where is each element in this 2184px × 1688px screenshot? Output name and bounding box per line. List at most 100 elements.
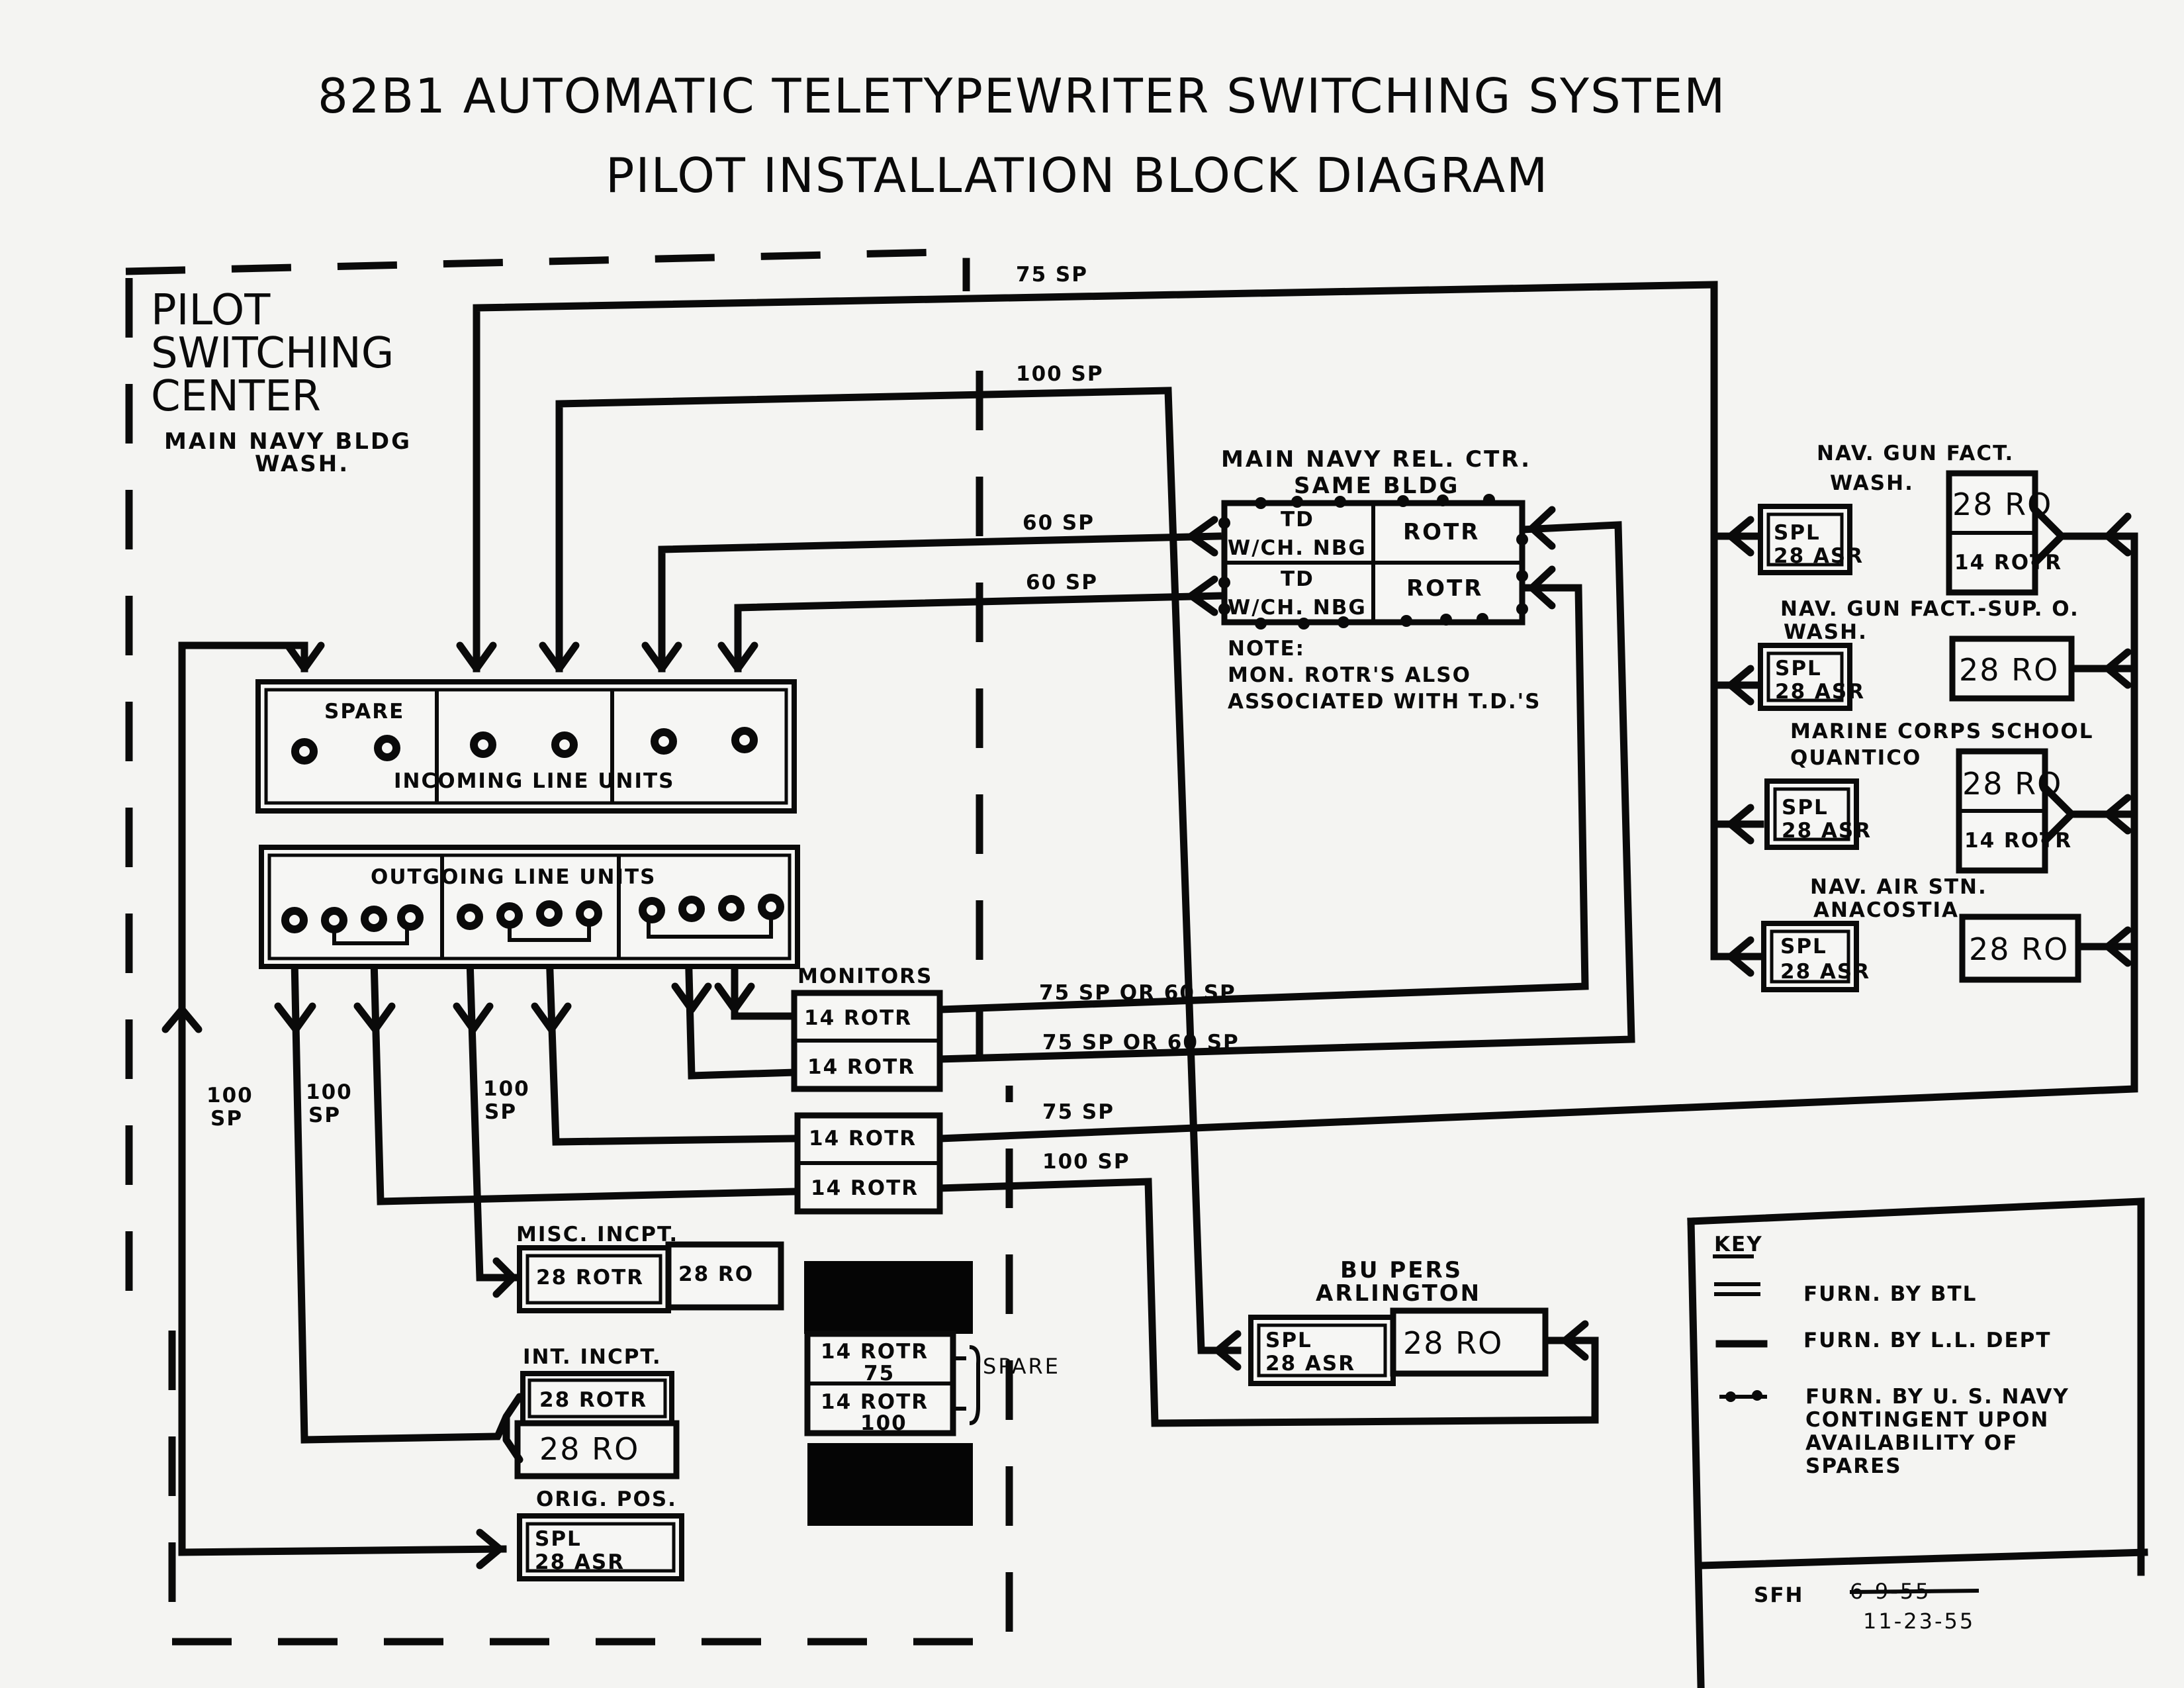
station-3-label-1: MARINE CORPS SCHOOL	[1790, 720, 2093, 743]
title-line-2: PILOT INSTALLATION BLOCK DIAGRAM	[606, 148, 1549, 203]
spare-label: SPARE	[324, 700, 404, 724]
station-1-asr: 28 ASR	[1774, 544, 1864, 568]
bu-pers-label-2: ARLINGTON	[1316, 1280, 1481, 1307]
orig-pos: ORIG. POS. SPL 28 ASR	[517, 1487, 684, 1581]
orig-spl: SPL	[535, 1527, 582, 1551]
double-line-icon	[1714, 1282, 1760, 1296]
td-2-line-2: W/CH. NBG	[1228, 596, 1367, 620]
spare-rotr-2: 14 ROTR	[821, 1390, 929, 1414]
key-item-3-line-4: SPARES	[1805, 1454, 1902, 1478]
wires	[178, 281, 2138, 1556]
jack-icon	[496, 902, 523, 929]
jack-icon	[457, 904, 483, 930]
orig-asr: 28 ASR	[535, 1550, 625, 1574]
monitor-rotr-1: 14 ROTR	[804, 1006, 912, 1030]
arrow-icon	[717, 641, 758, 673]
arrow-icon	[714, 982, 755, 1013]
jack-icon	[639, 897, 665, 923]
spare-rotr-2-speed: 100	[860, 1411, 907, 1435]
station-3-spl: SPL	[1782, 796, 1829, 820]
station-1-label-2: WASH.	[1830, 471, 1914, 495]
key-item-3-line-2: CONTINGENT UPON	[1805, 1408, 2049, 1432]
arrow-icon	[161, 1006, 203, 1033]
bu-pers-spl: SPL	[1265, 1329, 1312, 1352]
int-rotr: 28 ROTR	[539, 1388, 647, 1412]
mid-rotr-1: 14 ROTR	[809, 1127, 917, 1150]
station-4-spl: SPL	[1780, 935, 1827, 959]
spare-rotr-1-speed: 75	[864, 1362, 895, 1385]
incoming-label: INCOMING LINE UNITS	[394, 769, 674, 793]
station-1-label-1: NAV. GUN FACT.	[1817, 442, 2014, 465]
relay-title-line-2: SAME BLDG	[1294, 473, 1459, 499]
jack-icon	[536, 900, 563, 927]
blacked-out-unit	[804, 1261, 973, 1334]
arrow-icon	[2104, 926, 2132, 967]
arrow-icon	[1528, 506, 1556, 550]
station-4-label-1: NAV. AIR STN.	[1810, 875, 1987, 899]
relay-center: MAIN NAVY REL. CTR. SAME BLDG TD W/CH. N…	[1218, 446, 1539, 714]
jack-icon	[374, 735, 400, 761]
label-75sp-mid: 75 SP	[1042, 1100, 1115, 1124]
jack-icon	[361, 906, 387, 932]
pilot-center-name: PILOT SWITCHING CENTER MAIN NAVY BLDG WA…	[151, 286, 410, 477]
center-name-line-1: PILOT	[151, 286, 271, 335]
jack-icon	[291, 738, 318, 765]
mid-rotrs: 14 ROTR 14 ROTR	[794, 1112, 943, 1215]
label-100sp-top: 100 SP	[1016, 362, 1104, 386]
outgoing-line-units: OUTGOING LINE UNITS	[259, 845, 800, 969]
station-2-ro: 28 RO	[1959, 652, 2059, 688]
arrow-icon	[274, 1002, 316, 1033]
center-location-line-2: WASH.	[255, 451, 349, 477]
signature-block: SFH 6-9-55 11-23-55	[1754, 1579, 1979, 1634]
station-2-asr: 28 ASR	[1775, 680, 1865, 704]
remote-station-4: NAV. AIR STN. ANACOSTIA SPL 28 ASR 28 RO	[1761, 875, 2081, 992]
key-title: KEY	[1714, 1233, 1763, 1256]
station-3-ro: 28 RO	[1962, 766, 2062, 802]
jack-icon	[470, 731, 496, 758]
int-ro: 28 RO	[539, 1431, 639, 1467]
station-1-ro: 28 RO	[1952, 487, 2052, 522]
jack-icon	[678, 896, 705, 922]
td-2-line-1: TD	[1281, 567, 1314, 591]
key-item-2: FURN. BY L.L. DEPT	[1803, 1329, 2052, 1352]
label-vert-3b: SP	[484, 1100, 517, 1124]
center-name-line-3: CENTER	[151, 372, 321, 421]
navy-dots	[1218, 494, 1528, 630]
circuit-labels: 75 SP 100 SP 60 SP 60 SP 75 SP OR 60 SP …	[206, 263, 1240, 1174]
label-vert-2b: SP	[308, 1103, 341, 1127]
misc-ro: 28 RO	[678, 1262, 754, 1286]
jack-icon	[576, 900, 602, 927]
jack-icon	[718, 895, 745, 921]
key-item-3-line-3: AVAILABILITY OF	[1805, 1431, 2018, 1455]
relay-title-line-1: MAIN NAVY REL. CTR.	[1221, 446, 1531, 473]
dotted-line-icon	[1719, 1390, 1767, 1402]
misc-incpt: MISC. INCPT. 28 ROTR 28 RO	[516, 1223, 784, 1313]
signature-initials: SFH	[1754, 1583, 1803, 1607]
label-monitor-a: 75 SP OR 60 SP	[1039, 981, 1236, 1005]
remote-station-2: NAV. GUN FACT.-SUP. O. WASH. SPL 28 ASR …	[1758, 597, 2078, 711]
arrow-icon	[453, 1002, 494, 1033]
spare-rack-label: SPARE	[983, 1354, 1060, 1379]
pilot-center-boundary	[125, 248, 1013, 1646]
int-incpt-label: INT. INCPT.	[523, 1345, 662, 1369]
jack-icon	[651, 728, 677, 755]
station-4-label-2: ANACOSTIA	[1813, 898, 1959, 922]
misc-rotr: 28 ROTR	[536, 1266, 644, 1289]
station-3-label-2: QUANTICO	[1790, 746, 1921, 770]
arrow-icon	[456, 641, 497, 673]
relay-rotr-1: ROTR	[1403, 519, 1480, 545]
misc-incpt-label: MISC. INCPT.	[516, 1223, 678, 1246]
monitor-rotr-2: 14 ROTR	[807, 1055, 915, 1079]
arrow-icon	[539, 641, 580, 673]
station-4-ro: 28 RO	[1969, 931, 2069, 967]
label-60sp-b: 60 SP	[1026, 571, 1098, 594]
key-item-1: FURN. BY BTL	[1803, 1282, 1977, 1306]
relay-rotr-2: ROTR	[1406, 575, 1483, 602]
jack-icon	[758, 894, 784, 920]
title-line-1: 82B1 AUTOMATIC TELETYPEWRITER SWITCHING …	[318, 68, 1726, 124]
arrow-icon	[1561, 1320, 1589, 1361]
label-monitor-b: 75 SP OR 60 SP	[1042, 1031, 1240, 1055]
orig-pos-label: ORIG. POS.	[536, 1487, 677, 1511]
td-1-line-1: TD	[1281, 508, 1314, 532]
int-incpt: INT. INCPT. 28 ROTR 28 RO	[494, 1345, 680, 1479]
